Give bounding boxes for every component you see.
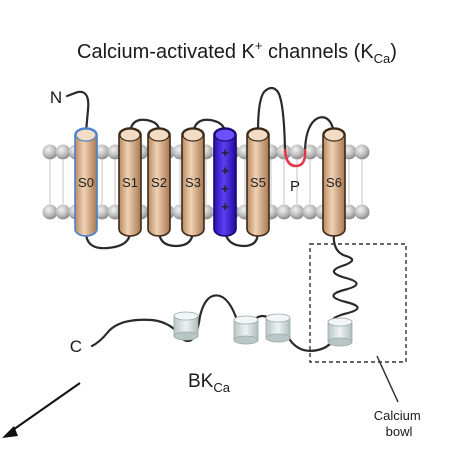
calcium-bowl-box	[309, 243, 407, 363]
loop-s2-s3	[157, 230, 195, 248]
calcium-bowl-coil	[331, 254, 359, 326]
segment-label: S0	[78, 175, 94, 190]
lipid-head	[289, 144, 305, 160]
c-terminus-label: C	[70, 337, 82, 356]
calcium-bowl-label: Calcium bowl	[374, 408, 425, 439]
bkca-label: BKCa	[188, 371, 231, 395]
segment-label: S6	[326, 175, 342, 190]
rck-domains	[173, 311, 353, 347]
connecting-loops	[65, 86, 359, 352]
lipid-head	[55, 144, 71, 160]
positive-charge: +	[221, 181, 229, 196]
segment-label: S3	[185, 175, 201, 190]
positive-charge: +	[221, 145, 229, 160]
rck-cylinder	[233, 315, 259, 345]
loop-s0-s1	[84, 230, 132, 250]
helix-s3: S3	[181, 127, 205, 237]
loop-s4-s5	[223, 230, 260, 248]
segment-label: S2	[151, 175, 167, 190]
helix-s0: S0	[74, 127, 98, 237]
lipid-head	[276, 204, 292, 220]
loop-s3-s4	[191, 118, 227, 134]
n-terminus-tail	[65, 90, 90, 134]
transmembrane-helices: S0 S1 S2 S3 + + + + S5 S6	[74, 127, 346, 237]
title-superscript: +	[255, 38, 263, 53]
positive-charge: +	[221, 199, 229, 214]
loop-s5-pore	[256, 86, 287, 152]
lipid-head	[354, 144, 370, 160]
lipid-head	[55, 204, 71, 220]
pore-label: P	[290, 178, 300, 195]
rck-cylinder	[173, 311, 199, 341]
n-terminus-label: N	[50, 88, 62, 107]
figure-title: Calcium-activated K+ channels (KCa)	[77, 38, 397, 66]
calcium-bowl-pointer	[376, 355, 399, 403]
c-terminal-linker	[90, 294, 342, 352]
lipid-head	[42, 204, 58, 220]
calcium-bowl-line2: bowl	[386, 424, 413, 439]
bkca-main: BK	[188, 371, 214, 392]
helix-s5: S5	[246, 127, 270, 237]
calcium-bowl-line1: Calcium	[374, 408, 421, 423]
pore-loop	[283, 148, 307, 168]
lipid-head	[354, 204, 370, 220]
title-main: Calcium-activated K	[77, 41, 256, 63]
segment-label: S1	[122, 175, 138, 190]
helix-s6: S6	[322, 127, 346, 237]
lipid-head	[289, 204, 305, 220]
positive-charge: +	[221, 163, 229, 178]
title-close: )	[390, 41, 397, 63]
bkca-subscript: Ca	[213, 380, 230, 395]
segment-label: S5	[250, 175, 266, 190]
helix-s4: + + + +	[213, 127, 237, 237]
loop-s1-s2	[128, 118, 161, 134]
title-channels: channels (K	[262, 41, 374, 63]
title-subscript: Ca	[374, 51, 391, 66]
rck-cylinder	[265, 313, 291, 343]
lipid-head	[302, 204, 318, 220]
lipid-head	[42, 144, 58, 160]
helix-s2: S2	[147, 127, 171, 237]
rck-cylinder	[327, 317, 353, 347]
loop-pore-s6	[303, 116, 336, 152]
lipid-head	[94, 204, 110, 220]
pointer-arrow	[2, 382, 81, 438]
lipid-head	[94, 144, 110, 160]
helix-s1: S1	[118, 127, 142, 237]
